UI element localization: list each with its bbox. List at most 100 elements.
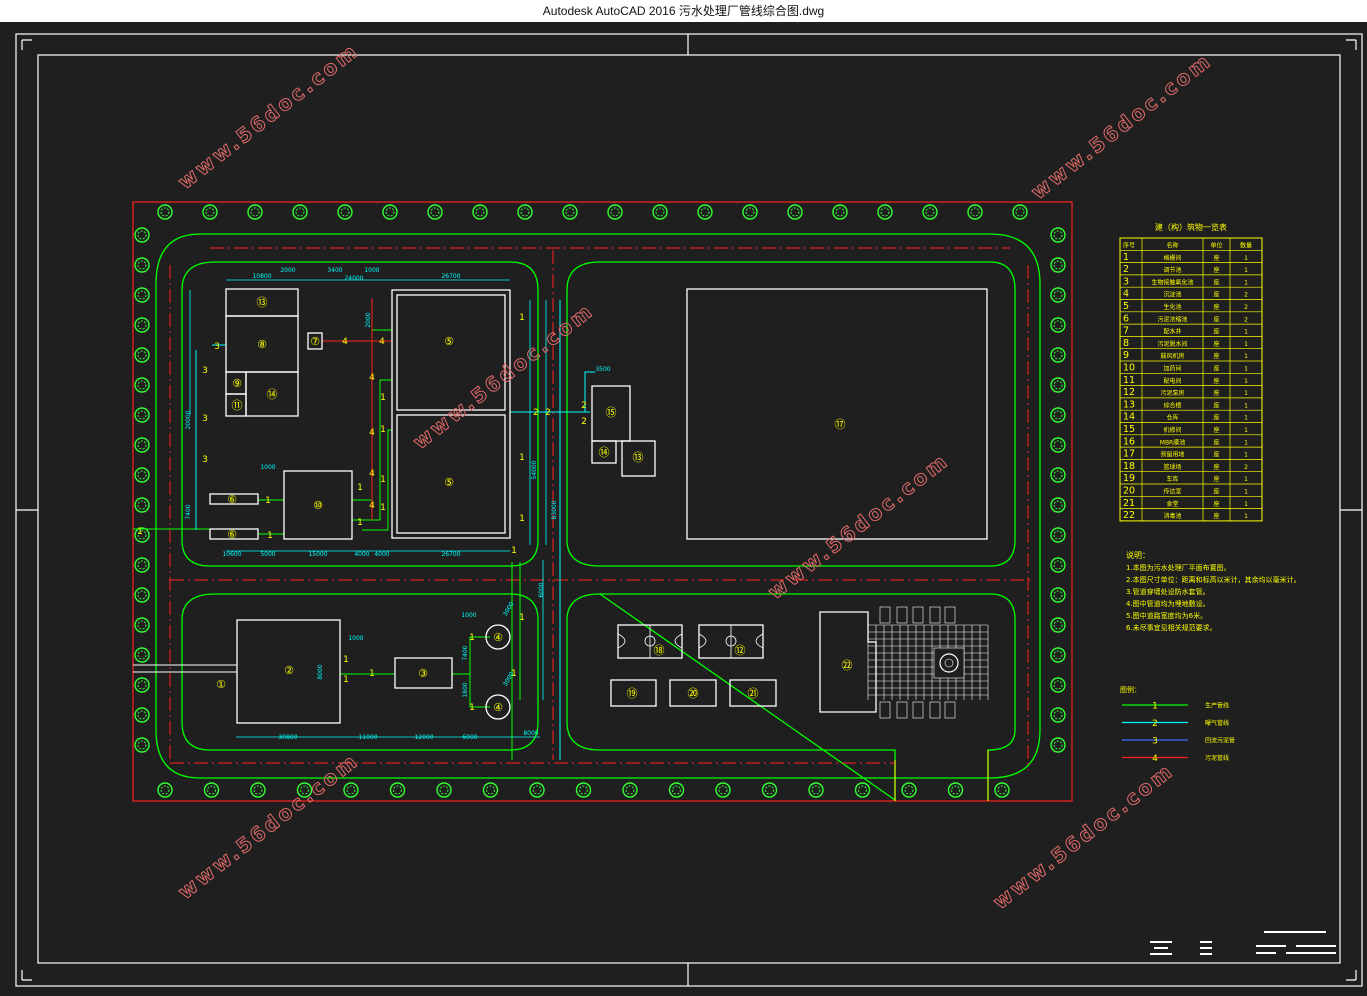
svg-text:30800: 30800 bbox=[278, 734, 297, 741]
buildings[interactable] bbox=[209, 288, 988, 724]
svg-text:6000: 6000 bbox=[462, 734, 477, 741]
table-cell: 1 bbox=[1244, 267, 1248, 274]
table-cell: 6 bbox=[1123, 313, 1129, 324]
table-cell: 15 bbox=[1123, 424, 1135, 435]
svg-text:⑨: ⑨ bbox=[232, 377, 242, 390]
tree-icon bbox=[1050, 677, 1066, 693]
svg-text:④: ④ bbox=[493, 631, 503, 644]
tree-icon bbox=[134, 407, 150, 423]
svg-text:8000: 8000 bbox=[523, 730, 538, 737]
window-title-bar: Autodesk AutoCAD 2016 污水处理厂管线综合图.dwg bbox=[0, 0, 1367, 22]
tree-icon bbox=[1050, 317, 1066, 333]
legend-label: 生产管线 bbox=[1205, 702, 1229, 710]
svg-text:2: 2 bbox=[581, 401, 587, 411]
tree-icon bbox=[901, 782, 917, 798]
svg-text:4: 4 bbox=[369, 373, 375, 383]
tree-icon bbox=[134, 377, 150, 393]
svg-text:4: 4 bbox=[379, 337, 385, 347]
table-header-cell: 单位 bbox=[1210, 242, 1222, 250]
svg-text:⑪: ⑪ bbox=[232, 399, 243, 412]
tree-icon bbox=[922, 204, 938, 220]
svg-text:www.56doc.com: www.56doc.com bbox=[1026, 48, 1216, 204]
svg-text:1: 1 bbox=[265, 496, 271, 506]
tree-icon bbox=[436, 782, 452, 798]
svg-text:1: 1 bbox=[380, 425, 386, 435]
tree-icon bbox=[134, 287, 150, 303]
table-cell: 1 bbox=[1244, 476, 1248, 483]
table-cell: 2 bbox=[1244, 316, 1248, 323]
notes-title: 说明： bbox=[1126, 550, 1150, 560]
table-cell: 18 bbox=[1123, 461, 1135, 472]
tree-icon bbox=[134, 557, 150, 573]
table-cell: 座 bbox=[1213, 414, 1219, 422]
building-4b bbox=[485, 694, 511, 720]
svg-text:⑬: ⑬ bbox=[257, 296, 268, 309]
tree-icon bbox=[1050, 707, 1066, 723]
svg-text:1: 1 bbox=[519, 313, 525, 323]
tree-icon bbox=[562, 204, 578, 220]
table-cell: 格栅间 bbox=[1163, 254, 1181, 262]
legend-label: 曝气管线 bbox=[1205, 719, 1229, 727]
table-cell: 污泥泵房 bbox=[1160, 389, 1184, 397]
table-cell: 12 bbox=[1123, 387, 1135, 398]
site-boundary[interactable] bbox=[132, 201, 1073, 802]
svg-text:⑥: ⑥ bbox=[227, 493, 237, 506]
tree-icon bbox=[517, 204, 533, 220]
tree-icon bbox=[250, 782, 266, 798]
table-cell: 1 bbox=[1244, 390, 1248, 397]
svg-text:1000: 1000 bbox=[260, 464, 275, 471]
legend-number: 4 bbox=[1152, 754, 1158, 764]
building-21 bbox=[729, 679, 777, 707]
svg-text:54000: 54000 bbox=[531, 460, 538, 479]
road-network[interactable] bbox=[155, 233, 1041, 802]
svg-text:⑭: ⑭ bbox=[267, 388, 278, 401]
table-cell: 座 bbox=[1213, 303, 1219, 311]
svg-text:www.56doc.com: www.56doc.com bbox=[408, 298, 598, 454]
tree-icon bbox=[1050, 617, 1066, 633]
building-3 bbox=[394, 657, 453, 689]
svg-text:3: 3 bbox=[202, 455, 208, 465]
legend-title: 图例： bbox=[1120, 685, 1141, 694]
svg-text:⑩: ⑩ bbox=[313, 499, 323, 512]
svg-text:4: 4 bbox=[369, 428, 375, 438]
svg-text:⑤: ⑤ bbox=[444, 476, 454, 489]
svg-text:1: 1 bbox=[519, 613, 525, 623]
svg-text:83000: 83000 bbox=[551, 500, 558, 519]
table-cell: 污泥浓缩池 bbox=[1157, 315, 1187, 323]
svg-text:3500: 3500 bbox=[595, 366, 610, 373]
svg-text:2: 2 bbox=[581, 417, 587, 427]
svg-text:3: 3 bbox=[214, 342, 220, 352]
table-cell: 座 bbox=[1213, 352, 1219, 360]
table-cell: 8 bbox=[1123, 338, 1129, 349]
tree-icon bbox=[1050, 377, 1066, 393]
tree-icon bbox=[134, 347, 150, 363]
tree-icon bbox=[1050, 587, 1066, 603]
building-14 bbox=[245, 371, 299, 417]
svg-text:26700: 26700 bbox=[441, 273, 460, 280]
table-cell: 11 bbox=[1123, 375, 1135, 386]
table-cell: 生物接触氧化池 bbox=[1151, 278, 1193, 286]
drawing-frame bbox=[15, 33, 1363, 987]
table-cell: 19 bbox=[1123, 473, 1135, 484]
svg-text:①: ① bbox=[216, 678, 226, 691]
svg-text:11000: 11000 bbox=[358, 734, 377, 741]
building-labels: ⑬ ⑧ ⑨ ⑪ ⑭ ⑦ ⑤ ⑤ ⑥ ⑥ ⑩ ① ② ③ ④ ④ ⑮ ⑭ ⑬ ⑰ … bbox=[216, 296, 852, 714]
svg-text:15000: 15000 bbox=[308, 551, 327, 558]
tree-icon bbox=[1050, 437, 1066, 453]
tree-icon bbox=[1050, 227, 1066, 243]
svg-text:www.56doc.com: www.56doc.com bbox=[763, 448, 953, 604]
table-header-cell: 名称 bbox=[1166, 242, 1178, 250]
tree-icon bbox=[607, 204, 623, 220]
table-cell: 座 bbox=[1213, 512, 1219, 520]
drawing-svg[interactable]: ⑬ ⑧ ⑨ ⑪ ⑭ ⑦ ⑤ ⑤ ⑥ ⑥ ⑩ ① ② ③ ④ ④ ⑮ ⑭ ⑬ ⑰ … bbox=[0, 22, 1367, 992]
table-cell: 1 bbox=[1244, 452, 1248, 459]
table-cell: 篮球场 bbox=[1163, 463, 1181, 471]
svg-text:1: 1 bbox=[519, 514, 525, 524]
tree-icon bbox=[668, 782, 685, 798]
drawing-canvas[interactable]: ⑬ ⑧ ⑨ ⑪ ⑭ ⑦ ⑤ ⑤ ⑥ ⑥ ⑩ ① ② ③ ④ ④ ⑮ ⑭ ⑬ ⑰ … bbox=[0, 22, 1367, 992]
table-cell: 座 bbox=[1213, 475, 1219, 483]
table-title: 建（构）筑物一览表 bbox=[1155, 222, 1227, 232]
